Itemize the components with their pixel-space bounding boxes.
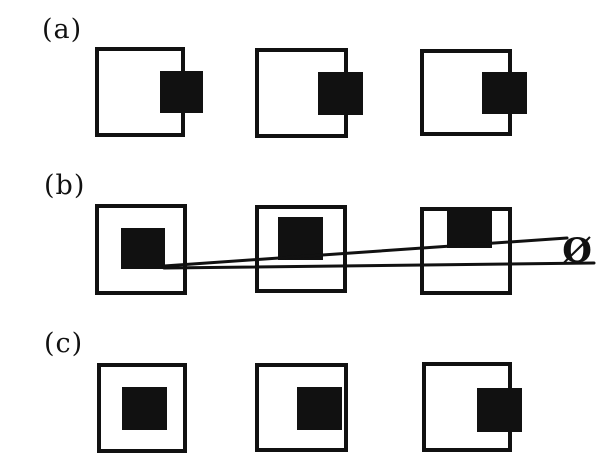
inner-filled-square-a3 xyxy=(482,72,527,114)
inner-filled-square-c1 xyxy=(122,387,167,430)
row-label-b: (b) xyxy=(44,170,86,201)
inner-filled-square-c2 xyxy=(297,387,342,430)
inner-filled-square-b3 xyxy=(447,207,492,248)
inner-filled-square-c3 xyxy=(477,388,522,432)
outer-square-c1 xyxy=(97,363,187,453)
inner-filled-square-b1 xyxy=(121,228,165,269)
outer-square-c2 xyxy=(255,363,348,452)
inner-filled-square-a2 xyxy=(318,72,363,115)
row-label-c: (c) xyxy=(44,328,84,359)
row-label-a: (a) xyxy=(42,14,83,45)
inner-filled-square-b2 xyxy=(278,217,323,260)
inner-filled-square-a1 xyxy=(160,71,203,113)
